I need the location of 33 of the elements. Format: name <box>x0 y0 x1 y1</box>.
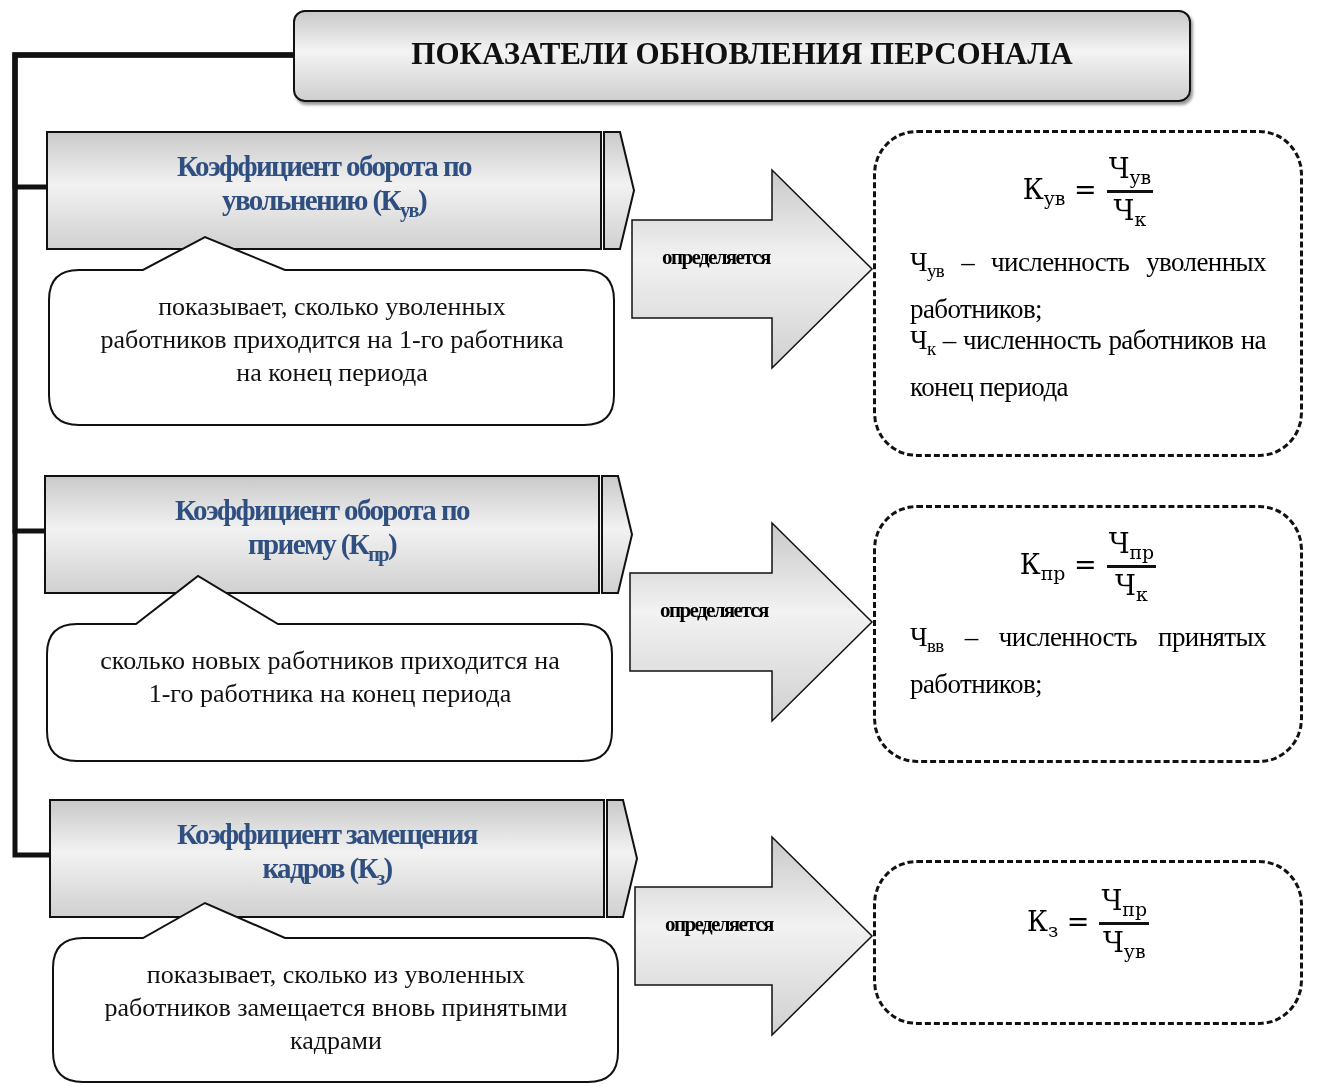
title-box <box>293 10 1191 102</box>
formula-box <box>873 860 1303 1025</box>
denominator: Ч$_{ув}$ <box>1102 926 1146 963</box>
block-arrow <box>629 521 874 723</box>
edge-label: определяется <box>660 598 768 623</box>
heading-text: Коэффициент замещения кадров (К$_{з}$) <box>176 817 479 891</box>
numerator: Ч$_{пр}$ <box>1106 528 1157 569</box>
callout-bubble <box>48 236 616 427</box>
callout-text: сколько новых работников приходится на 1-го работника на конец периода <box>99 645 561 710</box>
block-arrow <box>634 835 874 1037</box>
numerator: Ч$_{ув}$ <box>1106 153 1154 194</box>
edge-label: определяется <box>662 245 770 270</box>
definition-text: Ч$_{к}$ – численность работников на конец периода <box>910 324 1266 405</box>
definition-text: Ч$_{вв}$ – численность принятых работников; <box>910 621 1266 702</box>
connector-line <box>12 52 293 858</box>
block-arrow <box>631 168 874 370</box>
formula-text: К$_{ув}$ = <box>1022 174 1097 210</box>
callout-bubble <box>52 902 620 1084</box>
formula-box <box>873 505 1303 763</box>
title-text: ПОКАЗАТЕЛИ ОБНОВЛЕНИЯ ПЕРСОНАЛА <box>410 36 1074 72</box>
heading-text: Коэффициент оборота по приему (К$_{пр}$) <box>174 493 471 568</box>
callout-bubble <box>46 575 614 763</box>
denominator: Ч$_{к}$ <box>1113 194 1147 231</box>
heading-text: Коэффициент оборота по увольнению (К$_{ув}$) <box>176 149 473 224</box>
formula-text: К$_{пр}$ = <box>1019 549 1097 585</box>
denominator: Ч$_{к}$ <box>1115 569 1148 606</box>
formula-box <box>873 130 1303 457</box>
definition-text: Ч$_{ув}$ – численность уволенных работников; <box>910 246 1266 327</box>
edge-label: определяется <box>665 912 773 937</box>
numerator: Ч$_{пр}$ <box>1099 885 1149 926</box>
callout-text: показывает, сколько уволенных работников приходится на 1-го работника на конец периода <box>99 291 565 389</box>
callout-text: показывает, сколько из уволенных работников замещается вновь принятыми кадрами <box>103 959 569 1057</box>
formula-text: К$_{з}$ = <box>1027 906 1090 942</box>
